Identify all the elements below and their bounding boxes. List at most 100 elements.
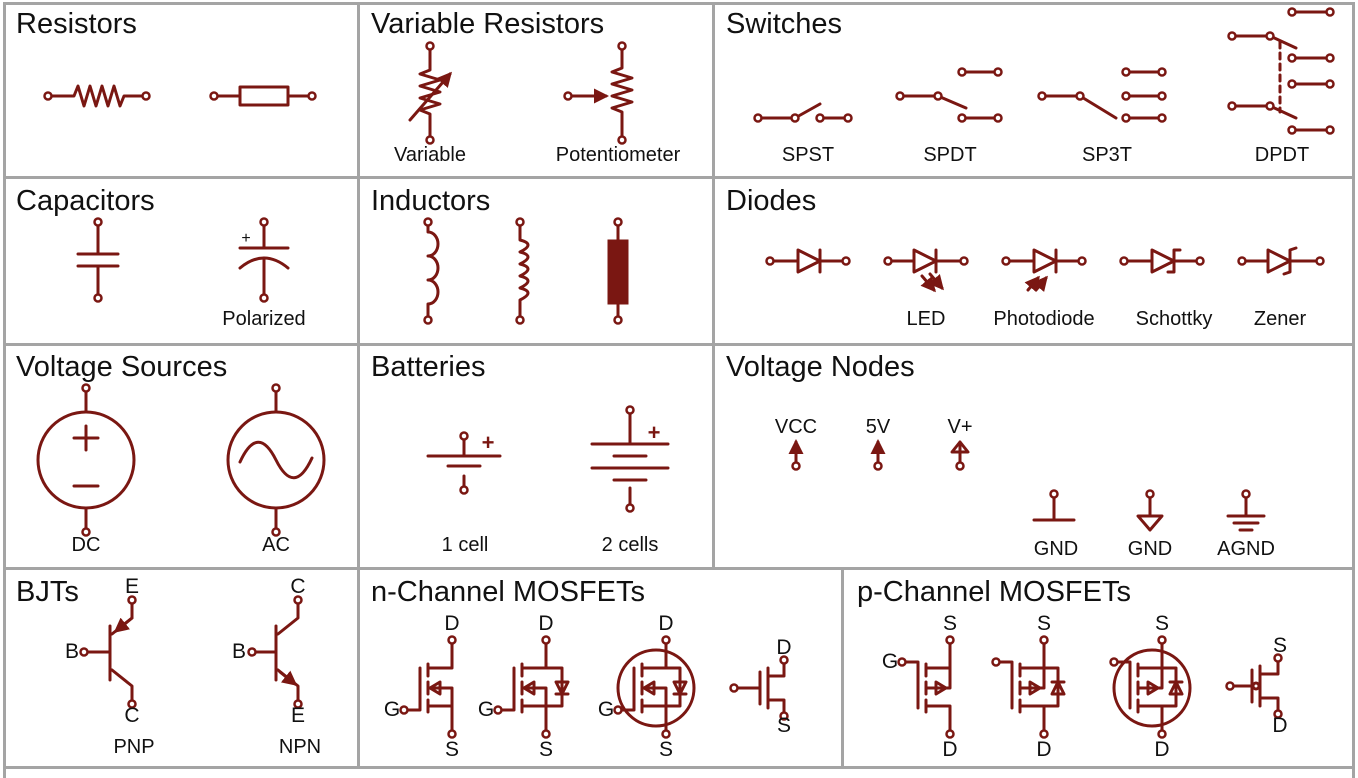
- label-variable: Variable: [394, 144, 466, 166]
- battery-1-cell-symbol: [426, 431, 502, 495]
- spst-switch-symbol: [753, 102, 853, 123]
- pin-nmos3-g: G: [597, 698, 615, 721]
- pin-nmos4-d: D: [776, 636, 792, 659]
- label-polarized: Polarized: [222, 308, 306, 330]
- nmos-body-diode-symbol: [493, 635, 570, 739]
- label-spdt: SPDT: [923, 144, 977, 166]
- label-pnp: PNP: [113, 736, 155, 758]
- label-dpdt: DPDT: [1254, 144, 1310, 166]
- label-5v: 5V: [865, 416, 891, 438]
- gnd-bar-symbol: [1032, 489, 1076, 522]
- label-zener: Zener: [1253, 308, 1307, 330]
- pin-nmos3-d: D: [658, 612, 674, 635]
- pmos-body-diode-symbol: [991, 635, 1066, 739]
- inductor-coil-symbol: [515, 217, 530, 325]
- polarized-capacitor-symbol: [238, 217, 290, 303]
- spdt-switch-symbol: [895, 67, 1003, 123]
- ac-source-symbol: [226, 383, 326, 537]
- title-voltage-nodes: Voltage Nodes: [726, 351, 915, 383]
- pin-pmos2-d: D: [1036, 738, 1052, 761]
- panel-resistors: [3, 2, 360, 179]
- title-p-mosfets: p-Channel MOSFETs: [857, 576, 1131, 608]
- label-dc: DC: [71, 534, 101, 556]
- panel-voltage-sources: [3, 343, 360, 570]
- pin-nmos4-s: S: [776, 714, 792, 737]
- inductor-air-core-symbol: [423, 217, 440, 325]
- pin-nmos1-g: G: [383, 698, 401, 721]
- led-symbol: [883, 248, 969, 293]
- label-capacitor-plus: +: [241, 230, 251, 247]
- label-vcc: VCC: [774, 416, 818, 438]
- resistor-box-symbol: [209, 85, 317, 107]
- panel-bottom-strip: [3, 766, 1355, 778]
- pmos-simplified-symbol: [1225, 653, 1283, 719]
- label-battery-1-plus: +: [481, 430, 495, 455]
- label-led: LED: [906, 308, 946, 330]
- 5v-arrow-symbol: [870, 439, 886, 471]
- title-variable-resistors: Variable Resistors: [371, 8, 605, 40]
- label-photodiode: Photodiode: [993, 308, 1095, 330]
- pin-pnp-top: E: [124, 575, 140, 598]
- panel-voltage-nodes: [712, 343, 1355, 570]
- nmos-circled-symbol: [613, 635, 696, 739]
- pin-npn-top: C: [290, 575, 306, 598]
- pin-nmos1-s: S: [444, 738, 460, 761]
- pin-nmos2-g: G: [477, 698, 495, 721]
- label-1-cell: 1 cell: [441, 534, 489, 556]
- title-inductors: Inductors: [371, 185, 491, 217]
- label-sp3t: SP3T: [1081, 144, 1133, 166]
- variable-resistor-symbol: [408, 41, 452, 145]
- pin-pmos1-g: G: [881, 650, 899, 673]
- panel-batteries: [357, 343, 715, 570]
- zener-diode-symbol: [1237, 246, 1325, 276]
- label-schottky: Schottky: [1135, 308, 1213, 330]
- label-vplus: V+: [947, 416, 973, 438]
- label-gnd-bar: GND: [1033, 538, 1079, 560]
- title-diodes: Diodes: [726, 185, 817, 217]
- pmos-enhancement-symbol: [897, 635, 955, 739]
- nmos-enhancement-symbol: [399, 635, 457, 739]
- potentiometer-symbol: [563, 41, 634, 145]
- capacitor-symbol: [76, 217, 120, 303]
- panel-variable-resistors: [357, 2, 715, 179]
- pin-pmos1-d: D: [942, 738, 958, 761]
- resistor-zigzag-symbol: [43, 84, 151, 108]
- pin-pmos4-d: D: [1272, 714, 1288, 737]
- title-batteries: Batteries: [371, 351, 486, 383]
- pin-pnp-bottom: C: [124, 704, 140, 727]
- pin-pnp-base: B: [64, 640, 80, 663]
- vcc-arrow-symbol: [788, 439, 804, 471]
- npn-transistor-symbol: [247, 595, 303, 709]
- label-spst: SPST: [781, 144, 835, 166]
- label-npn: NPN: [278, 736, 322, 758]
- sp3t-switch-symbol: [1037, 67, 1167, 123]
- panel-inductors: [357, 176, 715, 346]
- label-2-cells: 2 cells: [601, 534, 659, 556]
- label-battery-2-plus: +: [647, 420, 661, 445]
- label-gnd-triangle: GND: [1127, 538, 1173, 560]
- nmos-simplified-symbol: [729, 655, 789, 721]
- dpdt-switch-symbol: [1227, 7, 1335, 135]
- title-switches: Switches: [726, 8, 843, 40]
- pin-nmos2-s: S: [538, 738, 554, 761]
- pin-nmos1-d: D: [444, 612, 460, 635]
- title-capacitors: Capacitors: [16, 185, 155, 217]
- dc-source-symbol: [36, 383, 136, 537]
- label-potentiometer: Potentiometer: [555, 144, 681, 166]
- pmos-circled-symbol: [1109, 635, 1192, 739]
- pin-pmos1-s: S: [942, 612, 958, 635]
- title-resistors: Resistors: [16, 8, 137, 40]
- gnd-triangle-symbol: [1136, 489, 1164, 532]
- inductor-iron-core-symbol: [607, 217, 629, 325]
- label-ac: AC: [262, 534, 290, 556]
- schottky-diode-symbol: [1119, 248, 1205, 274]
- title-bjts: BJTs: [16, 576, 79, 608]
- battery-2-cells-symbol: [590, 405, 670, 513]
- pnp-transistor-symbol: [79, 595, 137, 709]
- photodiode-symbol: [1001, 248, 1087, 293]
- pin-pmos4-s: S: [1272, 634, 1288, 657]
- pin-pmos3-d: D: [1154, 738, 1170, 761]
- pin-pmos3-s: S: [1154, 612, 1170, 635]
